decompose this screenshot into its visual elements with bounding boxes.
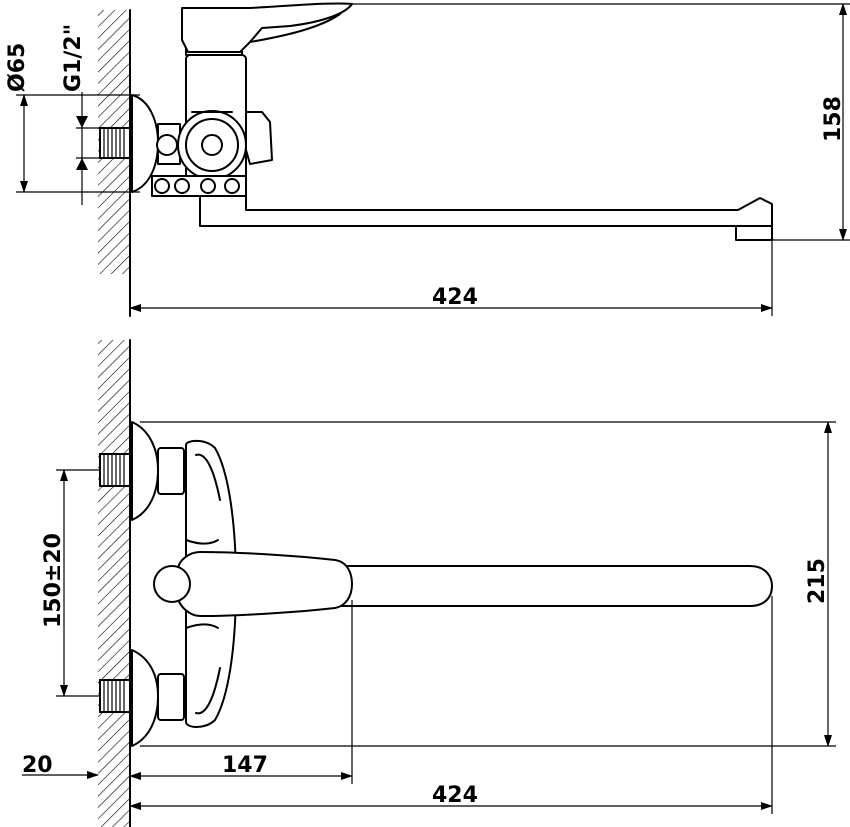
spacing-label: 150±20 <box>41 533 66 628</box>
lever-handle-front <box>177 551 353 617</box>
lever-cap-front <box>153 565 191 603</box>
front-view: 150±20 215 20 147 424 <box>22 339 836 827</box>
diameter-label: Ø65 <box>5 43 30 92</box>
length-label-front: 424 <box>432 783 478 808</box>
wall-offset-label: 20 <box>22 753 53 778</box>
side-view: Ø65 G1/2" 158 424 <box>5 2 850 317</box>
aerator-side <box>735 225 773 241</box>
height-label-front: 215 <box>805 558 830 604</box>
thread-label: G1/2" <box>61 24 86 92</box>
escutcheon-lower <box>131 649 159 747</box>
spout-side <box>199 195 773 233</box>
height-label-side: 158 <box>821 96 846 142</box>
spout-front <box>329 565 773 607</box>
diverter-lever-side <box>245 111 273 165</box>
lever-reach-label: 147 <box>222 753 268 778</box>
length-label-side: 424 <box>432 285 478 310</box>
escutcheon-upper <box>131 421 159 521</box>
lever-handle-side <box>181 2 353 53</box>
wall-section-bottom <box>98 340 130 827</box>
threaded-inlet-upper <box>99 453 131 487</box>
threaded-inlet-top <box>99 127 131 159</box>
